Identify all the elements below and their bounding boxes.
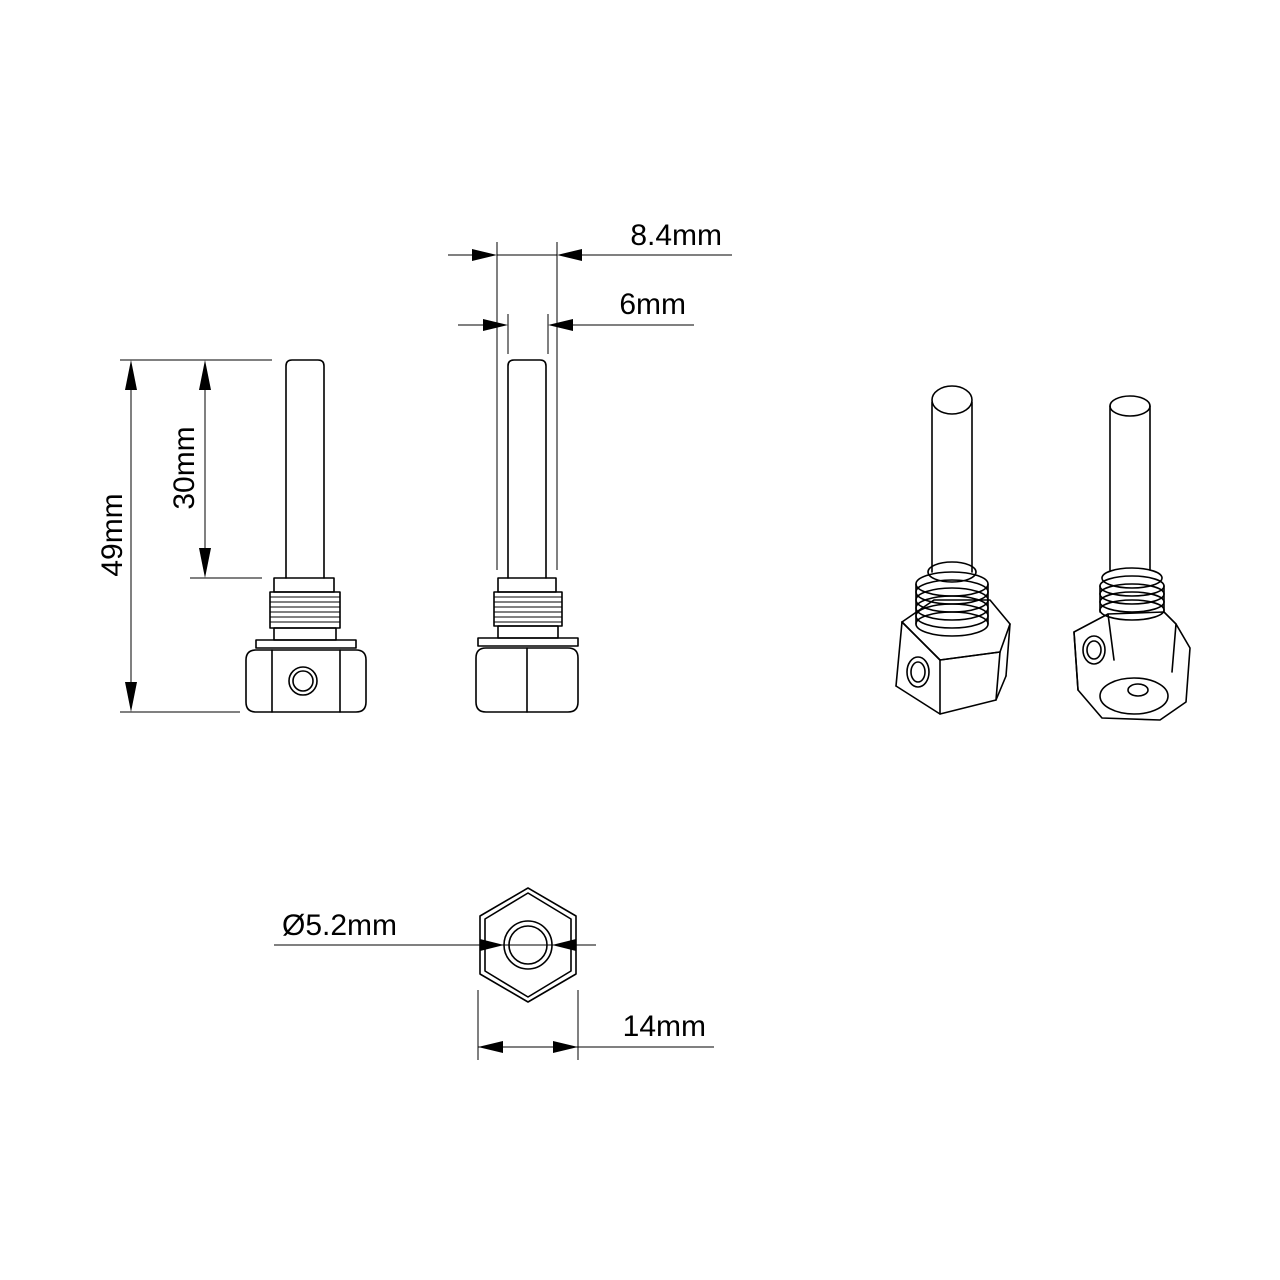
- dimension-hex-width: 14mm: [477, 990, 714, 1060]
- label-probe-length: 30mm: [168, 426, 201, 509]
- thread-left: [269, 591, 341, 629]
- thread-iso-right: [1099, 567, 1165, 621]
- hex-nut-iso-left: [895, 599, 1011, 715]
- dimension-bore-diameter: Ø5.2mm: [274, 909, 596, 951]
- label-hex-width: 14mm: [623, 1010, 706, 1043]
- dimension-probe-diameter: 6mm: [458, 288, 694, 354]
- dimension-thread-diameter: 8.4mm: [448, 219, 732, 570]
- isometric-view-left: [895, 385, 1011, 715]
- dimension-probe-length: 30mm: [168, 360, 262, 579]
- hex-nut-left: [245, 649, 367, 713]
- isometric-view-right: [1073, 395, 1191, 721]
- thread-center: [493, 591, 563, 627]
- hex-nut-center: [475, 647, 579, 713]
- thread-iso-left: [915, 571, 989, 637]
- label-overall-length: 49mm: [96, 493, 129, 576]
- side-view-center: [475, 359, 579, 713]
- hex-nut-iso-right: [1073, 611, 1191, 721]
- label-probe-diameter: 6mm: [619, 288, 686, 321]
- label-thread-diameter: 8.4mm: [630, 219, 722, 252]
- dimension-overall-length: 49mm: [96, 359, 272, 713]
- label-bore-diameter: Ø5.2mm: [282, 909, 397, 942]
- side-view-left: [245, 359, 367, 713]
